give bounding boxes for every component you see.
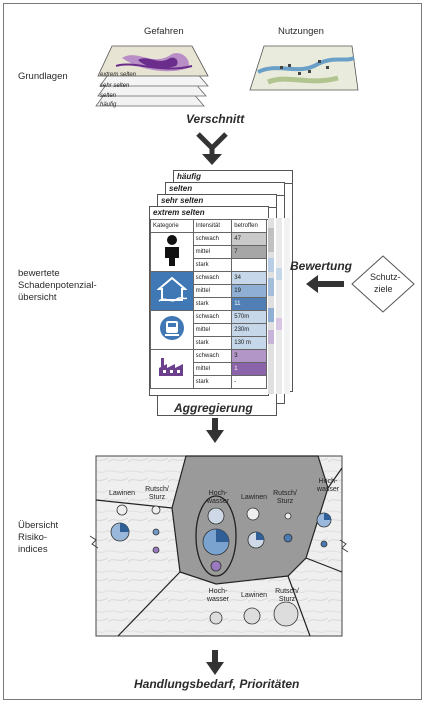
- map-label-lawinen-left: Lawinen: [109, 490, 136, 497]
- step-bewertung: Bewertung: [290, 259, 353, 273]
- matrix-icon-cell: [150, 271, 194, 311]
- matrix-value: [231, 258, 267, 272]
- hazard-layers: [95, 45, 209, 107]
- hochwasser-ellipse: [195, 495, 237, 577]
- landuse-map: [249, 45, 359, 91]
- matrix-value: 47: [231, 232, 267, 246]
- matrix-value: 34: [231, 271, 267, 285]
- house-icon: [156, 276, 188, 302]
- label-bewertete-1: bewertete: [18, 268, 60, 279]
- schutzziele-line1: Schutz-: [370, 272, 401, 282]
- schutzziele-diamond: [351, 255, 415, 313]
- matrix-intensity: stark: [192, 297, 233, 311]
- label-grundlagen: Grundlagen: [18, 71, 68, 82]
- train-icon: [159, 315, 184, 340]
- matrix-header-intensitaet: Intensität: [192, 219, 233, 233]
- matrix-row: mittel 1: [151, 362, 267, 376]
- card-stack-shading: [268, 218, 290, 394]
- matrix-intensity: mittel: [192, 362, 233, 376]
- matrix-intensity: stark: [192, 258, 233, 272]
- matrix-intensity: mittel: [192, 284, 233, 298]
- step-handlungsbedarf: Handlungsbedarf, Prioritäten: [134, 677, 300, 691]
- matrix-intensity: mittel: [192, 323, 233, 337]
- matrix-value: 11: [231, 297, 267, 311]
- down-arrow-icon: [206, 418, 224, 443]
- matrix-value: 230m: [231, 323, 267, 337]
- matrix-intensity: schwach: [192, 310, 233, 324]
- matrix-icon-cell: [150, 232, 194, 272]
- matrix-value: 3: [231, 349, 267, 363]
- map-label-lawinen-center: Lawinen: [241, 494, 268, 501]
- matrix-icon-cell: [150, 349, 194, 389]
- matrix-intensity: schwach: [192, 349, 233, 363]
- impact-matrix: Kategorie Intensität betroffen schwach 4…: [150, 219, 267, 389]
- matrix-row: stark -: [151, 375, 267, 389]
- down-arrow-final-icon: [206, 650, 224, 675]
- matrix-intensity: stark: [192, 336, 233, 350]
- matrix-value: 7: [231, 245, 267, 259]
- matrix-intensity: schwach: [192, 271, 233, 285]
- matrix-header-kategorie: Kategorie: [150, 219, 194, 233]
- map-label-hochwasser-bottom: Hoch-wasser: [206, 588, 230, 603]
- break-mark-left: [89, 535, 99, 549]
- map-label-lawinen-bottom: Lawinen: [241, 592, 268, 599]
- matrix-row: schwach 34: [150, 271, 267, 311]
- map-label-hochwasser-center: Hoch-wasser: [206, 490, 230, 505]
- hazard-layer-1: [97, 45, 209, 77]
- matrix-value: 19: [231, 284, 267, 298]
- map-label-hochwasser-right: Hoch-wasser: [316, 478, 340, 493]
- layer-label-extrem: extrem selten: [100, 72, 137, 78]
- matrix-row: mittel 230m: [151, 323, 267, 337]
- break-mark-right: [339, 539, 349, 553]
- matrix-row: schwach 570m: [150, 310, 267, 350]
- matrix-row: schwach 47: [150, 232, 267, 272]
- map-label-rutsch-bottom: Rutsch/ Sturz: [275, 588, 299, 603]
- matrix-icon-cell: [150, 310, 194, 350]
- step-verschnitt: Verschnitt: [186, 112, 245, 126]
- schutzziele-line2: ziele: [374, 284, 393, 294]
- step-aggregierung: Aggregierung: [174, 401, 253, 415]
- map-label-rutsch-center: Rutsch/ Sturz: [273, 490, 297, 505]
- matrix-value: 130 m: [231, 336, 267, 350]
- matrix-value: 570m: [231, 310, 267, 324]
- matrix-value: 1: [231, 362, 267, 376]
- matrix-row: stark 11: [151, 297, 267, 311]
- header-nutzungen: Nutzungen: [278, 26, 324, 37]
- matrix-value: -: [231, 375, 267, 389]
- header-gefahren: Gefahren: [144, 26, 184, 37]
- layer-label-haeufig: häufig: [100, 102, 117, 108]
- map-label-rutsch-left: Rutsch/ Sturz: [145, 486, 169, 501]
- matrix-row: mittel 19: [151, 284, 267, 298]
- matrix-intensity: schwach: [192, 232, 233, 246]
- label-uebersicht-1: Übersicht: [18, 520, 59, 531]
- label-bewertete-2: Schadenpotenzial-: [18, 280, 97, 291]
- matrix-intensity: stark: [192, 375, 233, 389]
- person-icon: [164, 234, 179, 266]
- factory-icon: [158, 357, 183, 376]
- diagram-frame: [3, 3, 422, 700]
- matrix-row: schwach 3: [150, 349, 267, 389]
- label-bewertete-3: übersicht: [18, 292, 57, 303]
- matrix-intensity: mittel: [192, 245, 233, 259]
- layer-label-selten: selten: [100, 93, 117, 99]
- matrix-header-betroffen: betroffen: [231, 219, 267, 233]
- layer-label-sehr: sehr selten: [100, 83, 130, 89]
- label-uebersicht-2: Risiko-: [18, 532, 48, 543]
- left-arrow-icon: [306, 275, 344, 293]
- risk-map: [89, 455, 349, 637]
- merge-arrow-icon: [196, 132, 228, 165]
- matrix-row: stark: [151, 258, 267, 272]
- matrix-header-row: Kategorie Intensität betroffen: [150, 219, 267, 233]
- label-uebersicht-3: indices: [18, 544, 48, 555]
